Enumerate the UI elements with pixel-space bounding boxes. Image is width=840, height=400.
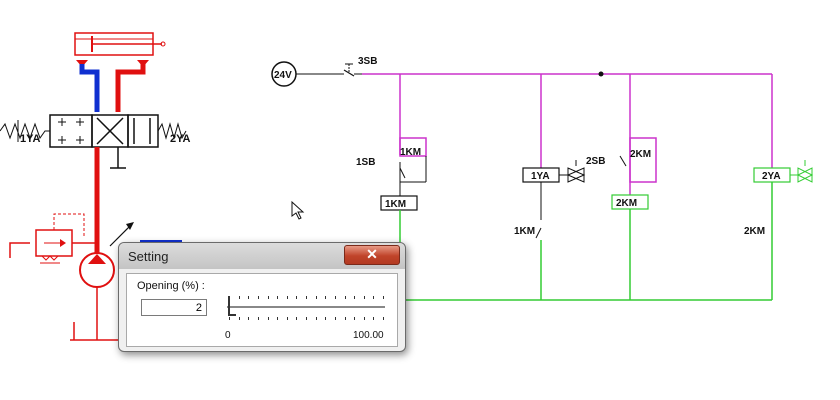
mouse-cursor-icon: [291, 200, 305, 220]
junction-node: [598, 71, 604, 77]
slider-thumb[interactable]: [228, 296, 237, 316]
solenoid-coil-2ya-label: 2YA: [762, 171, 781, 182]
slider-tick: [334, 296, 336, 299]
slider-tick: [306, 317, 307, 320]
slider-tick: [325, 296, 327, 299]
opening-input[interactable]: [141, 299, 207, 316]
slider-tick: [306, 296, 307, 299]
slider-tick: [354, 317, 356, 320]
slider-tick: [373, 296, 375, 299]
interlock-2km-label: 2KM: [744, 226, 765, 237]
slider-tick: [248, 317, 250, 320]
electrical-circuit: 24V 3SB 1SB 1KM 1KM 1YA: [271, 56, 814, 301]
slider-tick: [296, 296, 298, 299]
slider-tick: [229, 296, 230, 299]
slider-tick: [363, 317, 365, 320]
solenoid-2ya-label: 2YA: [170, 133, 190, 145]
slider-tick: [267, 317, 269, 320]
solenoid-1ya-label: 1YA: [20, 133, 40, 145]
slider-tick: [325, 317, 327, 320]
slider-tick: [373, 317, 375, 320]
opening-slider[interactable]: [223, 292, 393, 324]
slider-tick: [277, 317, 279, 320]
opening-label: Opening (%) :: [137, 280, 205, 292]
power-supply-label: 24V: [274, 70, 292, 81]
slider-track[interactable]: [227, 306, 385, 308]
pressure-line-upper: [115, 64, 146, 112]
hydraulic-pump: [70, 252, 120, 341]
hydraulic-schematic: 1YA 2YA: [0, 32, 190, 341]
slider-tick: [229, 317, 230, 320]
slider-tick: [267, 296, 269, 299]
opening-group: Opening (%) : 0 100.00: [126, 273, 398, 347]
slider-tick: [363, 296, 365, 299]
relay-contact-2km-label: 2KM: [630, 149, 651, 160]
setting-dialog: Setting ✕ Opening (%) : 0 100.00: [118, 242, 406, 352]
self-hold-loop-2: [629, 137, 657, 183]
directional-valve: [0, 114, 187, 148]
slider-tick: [257, 296, 259, 299]
slider-tick: [344, 317, 346, 320]
solenoid-coil-1ya-label: 1YA: [531, 171, 550, 182]
stop-button-3sb[interactable]: [336, 63, 362, 77]
slider-tick: [315, 317, 317, 320]
relief-valve: [9, 213, 97, 264]
slider-tick: [286, 317, 288, 320]
slider-tick: [344, 296, 346, 299]
relay-coil-2km-label: 2KM: [616, 198, 637, 209]
close-icon: ✕: [366, 246, 378, 262]
slider-tick: [383, 296, 384, 299]
close-button[interactable]: ✕: [344, 245, 400, 265]
stop-button-label: 3SB: [358, 56, 377, 67]
slider-tick: [354, 296, 356, 299]
slider-max-label: 100.00: [353, 330, 384, 341]
valve-symbol-2: [797, 167, 814, 183]
return-line: [79, 64, 100, 112]
relay-coil-1km-label: 1KM: [385, 199, 406, 210]
start-button-1sb-label: 1SB: [356, 157, 375, 168]
slider-tick: [277, 296, 279, 299]
slider-tick: [315, 296, 317, 299]
valve-symbol-1: [567, 167, 586, 183]
slider-tick: [286, 296, 288, 299]
interlock-1km-label: 1KM: [514, 226, 535, 237]
relay-contact-1km-label: 1KM: [400, 147, 421, 158]
slider-tick: [383, 317, 384, 320]
dialog-title: Setting: [128, 249, 169, 264]
slider-tick: [238, 317, 240, 320]
slider-tick: [238, 296, 240, 299]
relay-coil-1km: [380, 195, 418, 211]
slider-tick: [334, 317, 336, 320]
self-hold-loop-1: [399, 137, 427, 157]
start-button-2sb-label: 2SB: [586, 156, 605, 167]
slider-min-label: 0: [225, 330, 231, 341]
slider-tick: [296, 317, 298, 320]
dialog-titlebar[interactable]: Setting ✕: [119, 243, 405, 269]
slider-tick: [257, 317, 259, 320]
slider-tick: [248, 296, 250, 299]
